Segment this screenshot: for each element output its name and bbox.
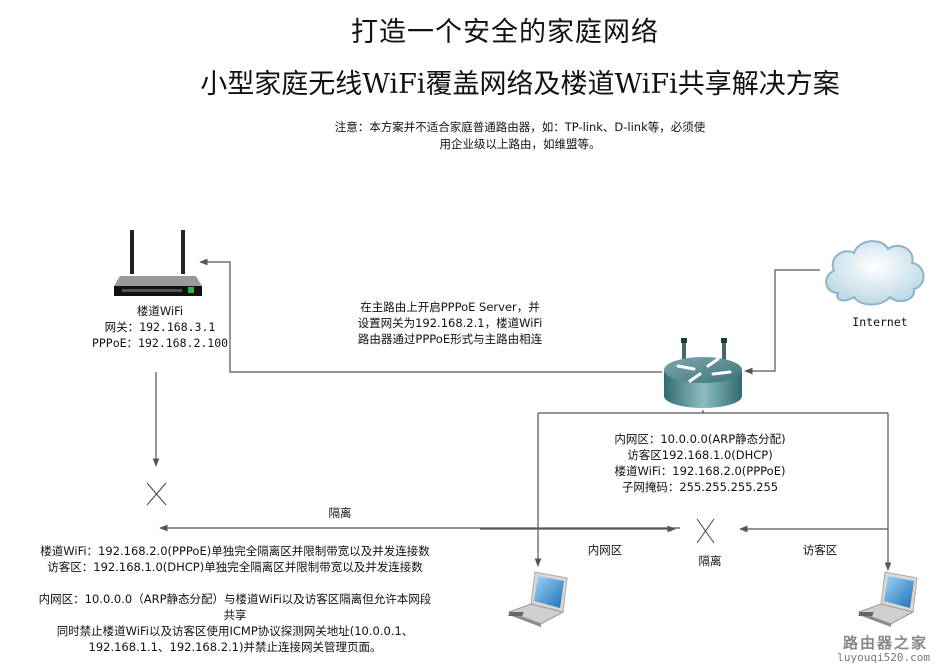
laptop-icon	[855, 570, 920, 630]
isolation-x-left	[146, 482, 167, 506]
inner-zone-label: 内网区	[587, 543, 623, 557]
router-icon	[660, 336, 746, 412]
isolation-x-center	[696, 518, 715, 544]
rule-icmp: 同时禁止楼道WiFi以及访客区使用ICMP协议探测网关地址(10.0.0.1、	[56, 624, 414, 638]
pppoe-desc-line-3: 路由器通过PPPoE形式与主路由相连	[357, 332, 543, 346]
isolation-label-left: 隔离	[328, 506, 352, 520]
note-line-2: 用企业级以上路由，如维盟等。	[439, 137, 601, 151]
internet-link	[744, 269, 820, 375]
guest-zone-label: 访客区	[802, 543, 838, 557]
cloud-icon	[820, 235, 930, 310]
router-zone-link	[538, 410, 888, 414]
wifi-router-icon	[110, 228, 206, 300]
note-line-1: 注意：本方案并不适合家庭普通路由器，如：TP-link、D-link等，必须使	[334, 120, 706, 134]
corridor-router-pppoe: PPPoE：192.168.2.100	[91, 336, 229, 350]
rule-icmp-cont: 192.168.1.1、192.168.2.1)并禁止连接网关管理页面。	[88, 640, 382, 654]
corridor-router-label: 楼道WiFi 网关：192.168.3.1 PPPoE：192.168.2.10…	[70, 303, 250, 351]
diagram-subtitle: 小型家庭无线WiFi覆盖网络及楼道WiFi共享解决方案	[200, 69, 840, 100]
laptop-icon	[505, 570, 570, 630]
watermark-url: luyouqi520.com	[837, 651, 930, 664]
corridor-router-name: 楼道WiFi	[136, 304, 184, 318]
pppoe-desc-line-2: 设置网关为192.168.2.1，楼道WiFi	[357, 316, 543, 330]
zone-corridor: 楼道WiFi：192.168.2.0(PPPoE)	[614, 464, 786, 478]
rule-corridor: 楼道WiFi：192.168.2.0(PPPoE)单独完全隔离区并限制带宽以及并…	[40, 544, 430, 558]
corridor-router-gateway: 网关：192.168.3.1	[104, 320, 216, 334]
rule-inner-cont: 共享	[223, 608, 247, 622]
zone-inner: 内网区：10.0.0.0(ARP静态分配)	[614, 432, 786, 446]
diagram-title: 打造一个安全的家庭网络	[351, 17, 659, 48]
watermark-name: 路由器之家	[842, 634, 928, 652]
pppoe-desc-line-1: 在主路由上开启PPPoE Server，并	[360, 300, 540, 314]
zone-subnet-mask: 子网掩码：255.255.255.255	[621, 480, 779, 494]
pppoe-description: 在主路由上开启PPPoE Server，并 设置网关为192.168.2.1，楼…	[320, 299, 580, 347]
rules: 楼道WiFi：192.168.2.0(PPPoE)单独完全隔离区并限制带宽以及并…	[0, 543, 470, 655]
rule-guest: 访客区：192.168.1.0(DHCP)单独完全隔离区并限制带宽以及并发连接数	[47, 560, 423, 574]
zone-list: 内网区：10.0.0.0(ARP静态分配) 访客区192.168.1.0(DHC…	[580, 431, 820, 495]
pppoe-link	[199, 258, 662, 373]
note: 注意：本方案并不适合家庭普通路由器，如：TP-link、D-link等，必须使 …	[300, 119, 740, 153]
zone-guest: 访客区192.168.1.0(DHCP)	[627, 448, 773, 462]
internet-label: Internet	[852, 315, 908, 329]
isolation-label-center: 隔离	[698, 554, 722, 568]
rule-inner: 内网区：10.0.0.0（ARP静态分配）与楼道WiFi以及访客区隔离但允许本网…	[38, 592, 432, 606]
